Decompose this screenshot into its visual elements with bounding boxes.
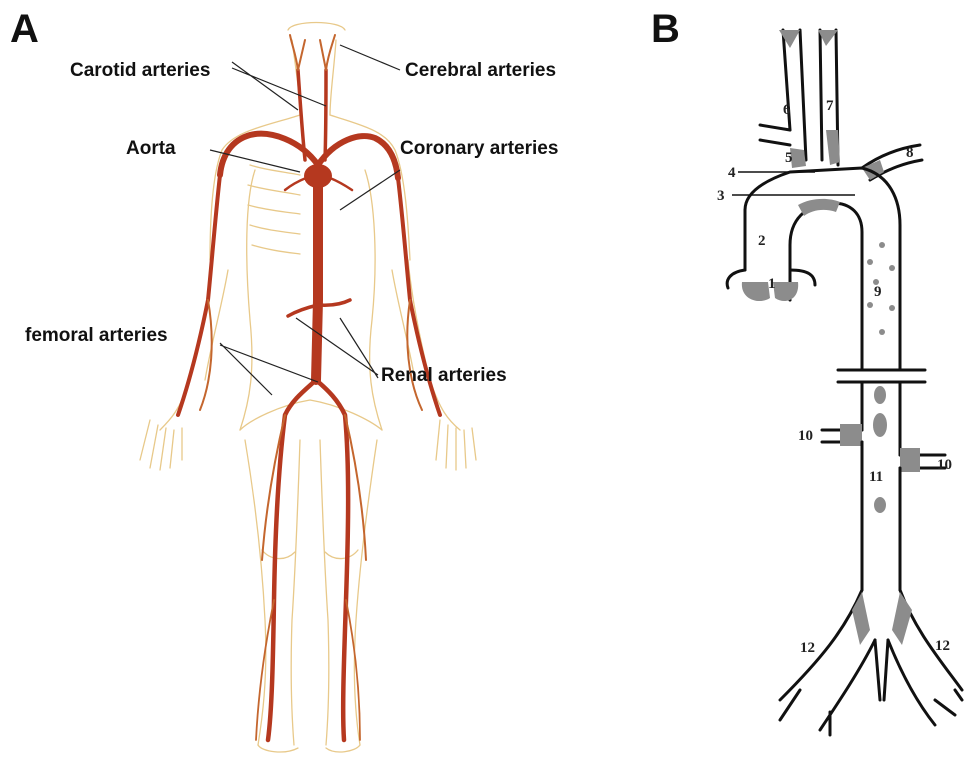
leader-cerebral [340,45,400,70]
label-coronary-arteries: Coronary arteries [400,138,558,159]
leader-femoral [220,343,318,395]
label-aorta: Aorta [126,138,176,159]
num-1: 1 [768,276,776,292]
label-cerebral-arteries: Cerebral arteries [405,60,556,81]
num-6: 6 [783,102,791,118]
aorta-schematic [727,30,962,735]
leader-carotid [232,62,326,110]
num-2: 2 [758,233,766,249]
num-10-right: 10 [937,457,952,473]
num-11: 11 [869,469,883,485]
aorta-vessel [316,175,318,380]
panel-b-letter: B [651,7,680,51]
num-8: 8 [906,145,914,161]
leader-coronary [340,170,400,210]
label-femoral-arteries: femoral arteries [25,325,168,346]
num-3: 3 [717,188,725,204]
label-carotid-arteries: Carotid arteries [70,60,210,81]
num-4: 4 [728,165,736,181]
num-7: 7 [826,98,834,114]
num-5: 5 [785,150,793,166]
num-10-left: 10 [798,428,813,444]
label-renal-arteries: Renal arteries [381,365,507,386]
num-9: 9 [874,284,882,300]
num-12-left: 12 [800,640,815,656]
num-12-right: 12 [935,638,950,654]
panel-a-letter: A [10,7,39,51]
leader-renal [296,318,378,378]
